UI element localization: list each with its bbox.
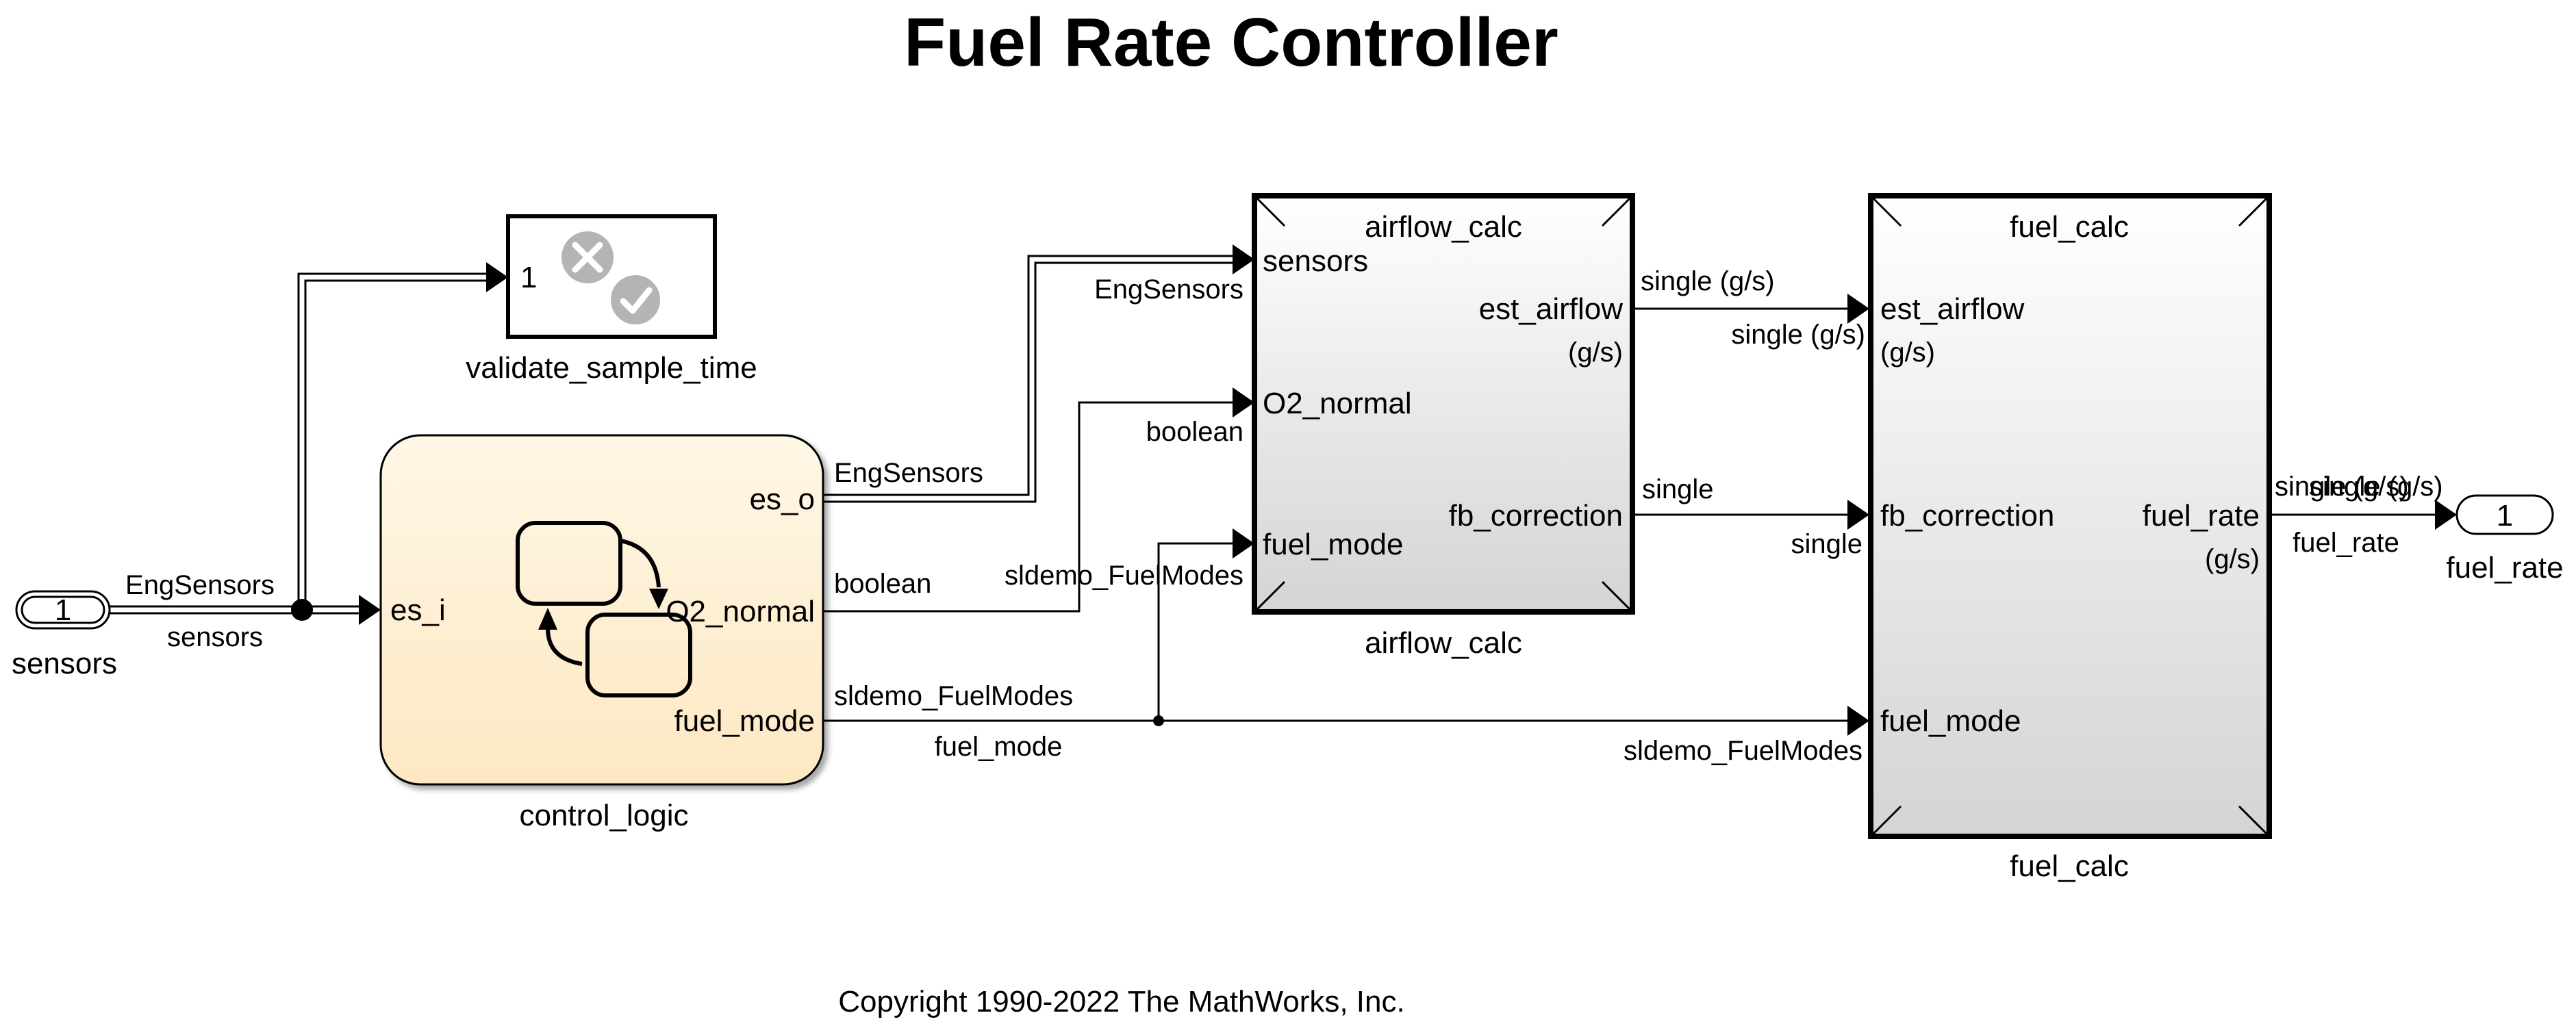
airflow-calc-port-fuel-mode: fuel_mode [1263,528,1403,561]
signal-label: single (g/s) [2275,472,2409,502]
inport-name: sensors [12,647,117,680]
airflow-calc-inner-title: airflow_calc [1365,210,1522,244]
signal-label: single (g/s) [2309,472,2443,502]
arrowhead [649,589,668,609]
fuel-calc-inner-title: fuel_calc [2010,210,2129,244]
fuel-calc-port-unit: (g/s) [2205,544,2260,574]
signal-label: boolean [834,569,931,599]
validate-block-name: validate_sample_time [466,351,757,385]
outport-number: 1 [2497,499,2513,533]
fuel-calc-port-fuel-rate: fuel_rate [2143,499,2260,533]
signal-label: single (g/s) [1731,320,1865,350]
copyright-text: Copyright 1990-2022 The MathWorks, Inc. [838,985,1404,1018]
signal-label: sensors [167,622,263,652]
control-logic-block[interactable]: es_i es_o O2_normal fuel_mode control_lo… [379,434,824,832]
arrowhead [359,595,381,625]
fuel-calc-block-name: fuel_calc [2010,849,2129,883]
airflow-calc-port-est-airflow: est_airflow [1479,292,1624,326]
outport-name: fuel_rate [2446,551,2563,585]
inport-number: 1 [55,593,71,627]
signal-label: fuel_mode [935,732,1063,762]
signal-o2-normal[interactable] [823,401,1237,613]
airflow-calc-port-fb-correction: fb_correction [1449,499,1623,533]
signal-label: single [1791,529,1862,559]
arrowhead [1847,294,1869,324]
validate-port-number: 1 [520,261,537,294]
arrowheads [359,244,2457,736]
check-circle-icon [608,272,663,327]
control-logic-port-fuel-mode: fuel_mode [674,704,815,738]
arrowhead [1233,387,1254,418]
arrowhead [1233,528,1254,559]
branch-point-sensors [291,599,313,621]
arrowhead [1233,244,1254,274]
arrowhead [486,262,508,292]
signal-label: fuel_rate [2293,528,2399,558]
signal-es-o[interactable] [823,255,1233,503]
airflow-calc-port-sensors: sensors [1263,244,1368,278]
airflow-calc-port-unit: (g/s) [1568,337,1623,368]
signal-sensors-bus[interactable] [110,605,362,615]
signal-label: sldemo_FuelModes [1005,561,1243,591]
airflow-calc-block-name: airflow_calc [1365,626,1522,660]
control-logic-port-o2-normal: O2_normal [666,595,815,628]
diagram-title: Fuel Rate Controller [904,4,1558,81]
signal-label: sldemo_FuelModes [1624,736,1862,766]
subsystem-corner-marks [1872,197,2268,835]
control-logic-port-es-i: es_i [390,593,446,627]
signal-label: EngSensors [1094,274,1243,305]
x-circle-icon [561,231,614,283]
fuel-calc-port-fuel-mode: fuel_mode [1880,704,2021,738]
arrowhead [2435,500,2457,530]
airflow-calc-port-o2-normal: O2_normal [1263,387,1412,420]
fuel-calc-block[interactable]: fuel_calc est_airflow (g/s) fb_correctio… [1868,193,2272,883]
arrowhead [538,608,557,630]
signal-label: sldemo_FuelModes [834,681,1073,711]
signal-label: single (g/s) [1641,266,1775,296]
arrowhead [1847,500,1869,530]
airflow-calc-block[interactable]: airflow_calc sensors O2_normal fuel_mode… [1252,193,1635,660]
fuel-calc-port-unit: (g/s) [1880,337,1935,368]
outport-fuel-rate[interactable]: 1 fuel_rate [2446,494,2564,585]
signal-label: boolean [1146,417,1243,447]
signal-label: single [1642,474,1714,504]
branch-point-fuel-mode [1153,715,1164,726]
fuel-calc-port-est-airflow: est_airflow [1880,292,2025,326]
control-logic-port-es-o: es_o [750,483,815,516]
signal-lines [110,255,2438,722]
signal-label: EngSensors [834,458,983,488]
signal-sensors-branch[interactable] [297,272,486,610]
inport-sensors[interactable]: 1 sensors [12,590,117,680]
arrowhead [1847,706,1869,736]
signal-label: EngSensors [125,570,275,600]
stateflow-chart-icon [516,521,692,697]
fuel-calc-port-fb-correction: fb_correction [1880,499,2054,533]
control-logic-block-name: control_logic [519,799,688,832]
subsystem-corner-marks [1256,197,1631,611]
signal-fuel-mode-branch[interactable] [1157,542,1237,721]
validate-sample-time-block[interactable]: 1 validate_sample_time [466,214,757,385]
